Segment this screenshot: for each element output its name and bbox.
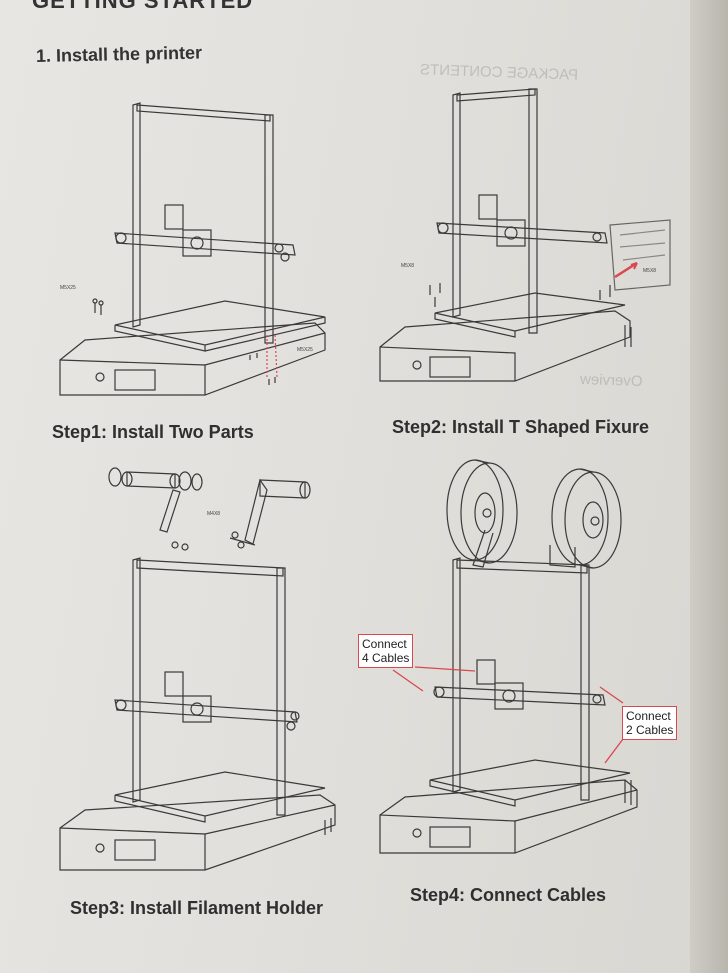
step1-left-part-label: M5X25: [60, 285, 76, 291]
callout-4-line2: 4 Cables: [362, 651, 410, 665]
step2-right-part-label: M5X8: [643, 268, 657, 274]
step1-caption: Step1: Install Two Parts: [52, 422, 254, 442]
step2-illustration: M5X8 M5X8: [375, 85, 675, 405]
install-subheading: 1. Install the printer: [35, 42, 203, 66]
callout-2-line2: 2 Cables: [626, 723, 674, 737]
manual-page: PACKAGE CONTENTS Overview GETTING STARTE…: [0, 0, 700, 973]
step4-illustration: [375, 455, 665, 875]
step2-left-part-label: M5X8: [401, 263, 415, 269]
step4-caption: Step4: Connect Cables: [410, 885, 607, 905]
step3-caption: Step3: Install Filament Holder: [70, 898, 324, 918]
callout-2-line1: Connect: [626, 709, 671, 723]
step1-illustration: M5X25 M5X25: [55, 95, 340, 415]
callout-connect-2-cables: Connect 2 Cables: [622, 706, 678, 740]
step3-part-label: M4X8: [207, 511, 221, 517]
show-through-heading: PACKAGE CONTENTS: [419, 61, 579, 84]
section-title: GETTING STARTED: [32, 0, 254, 13]
step3-illustration: M4X8: [55, 460, 345, 880]
callout-connect-4-cables: Connect 4 Cables: [358, 634, 414, 668]
step2-caption: Step2: Install T Shaped Fixure: [392, 417, 650, 437]
adjacent-page-edge: [690, 0, 728, 973]
callout-4-line1: Connect: [362, 637, 407, 651]
step1-right-part-label: M5X25: [297, 347, 313, 353]
